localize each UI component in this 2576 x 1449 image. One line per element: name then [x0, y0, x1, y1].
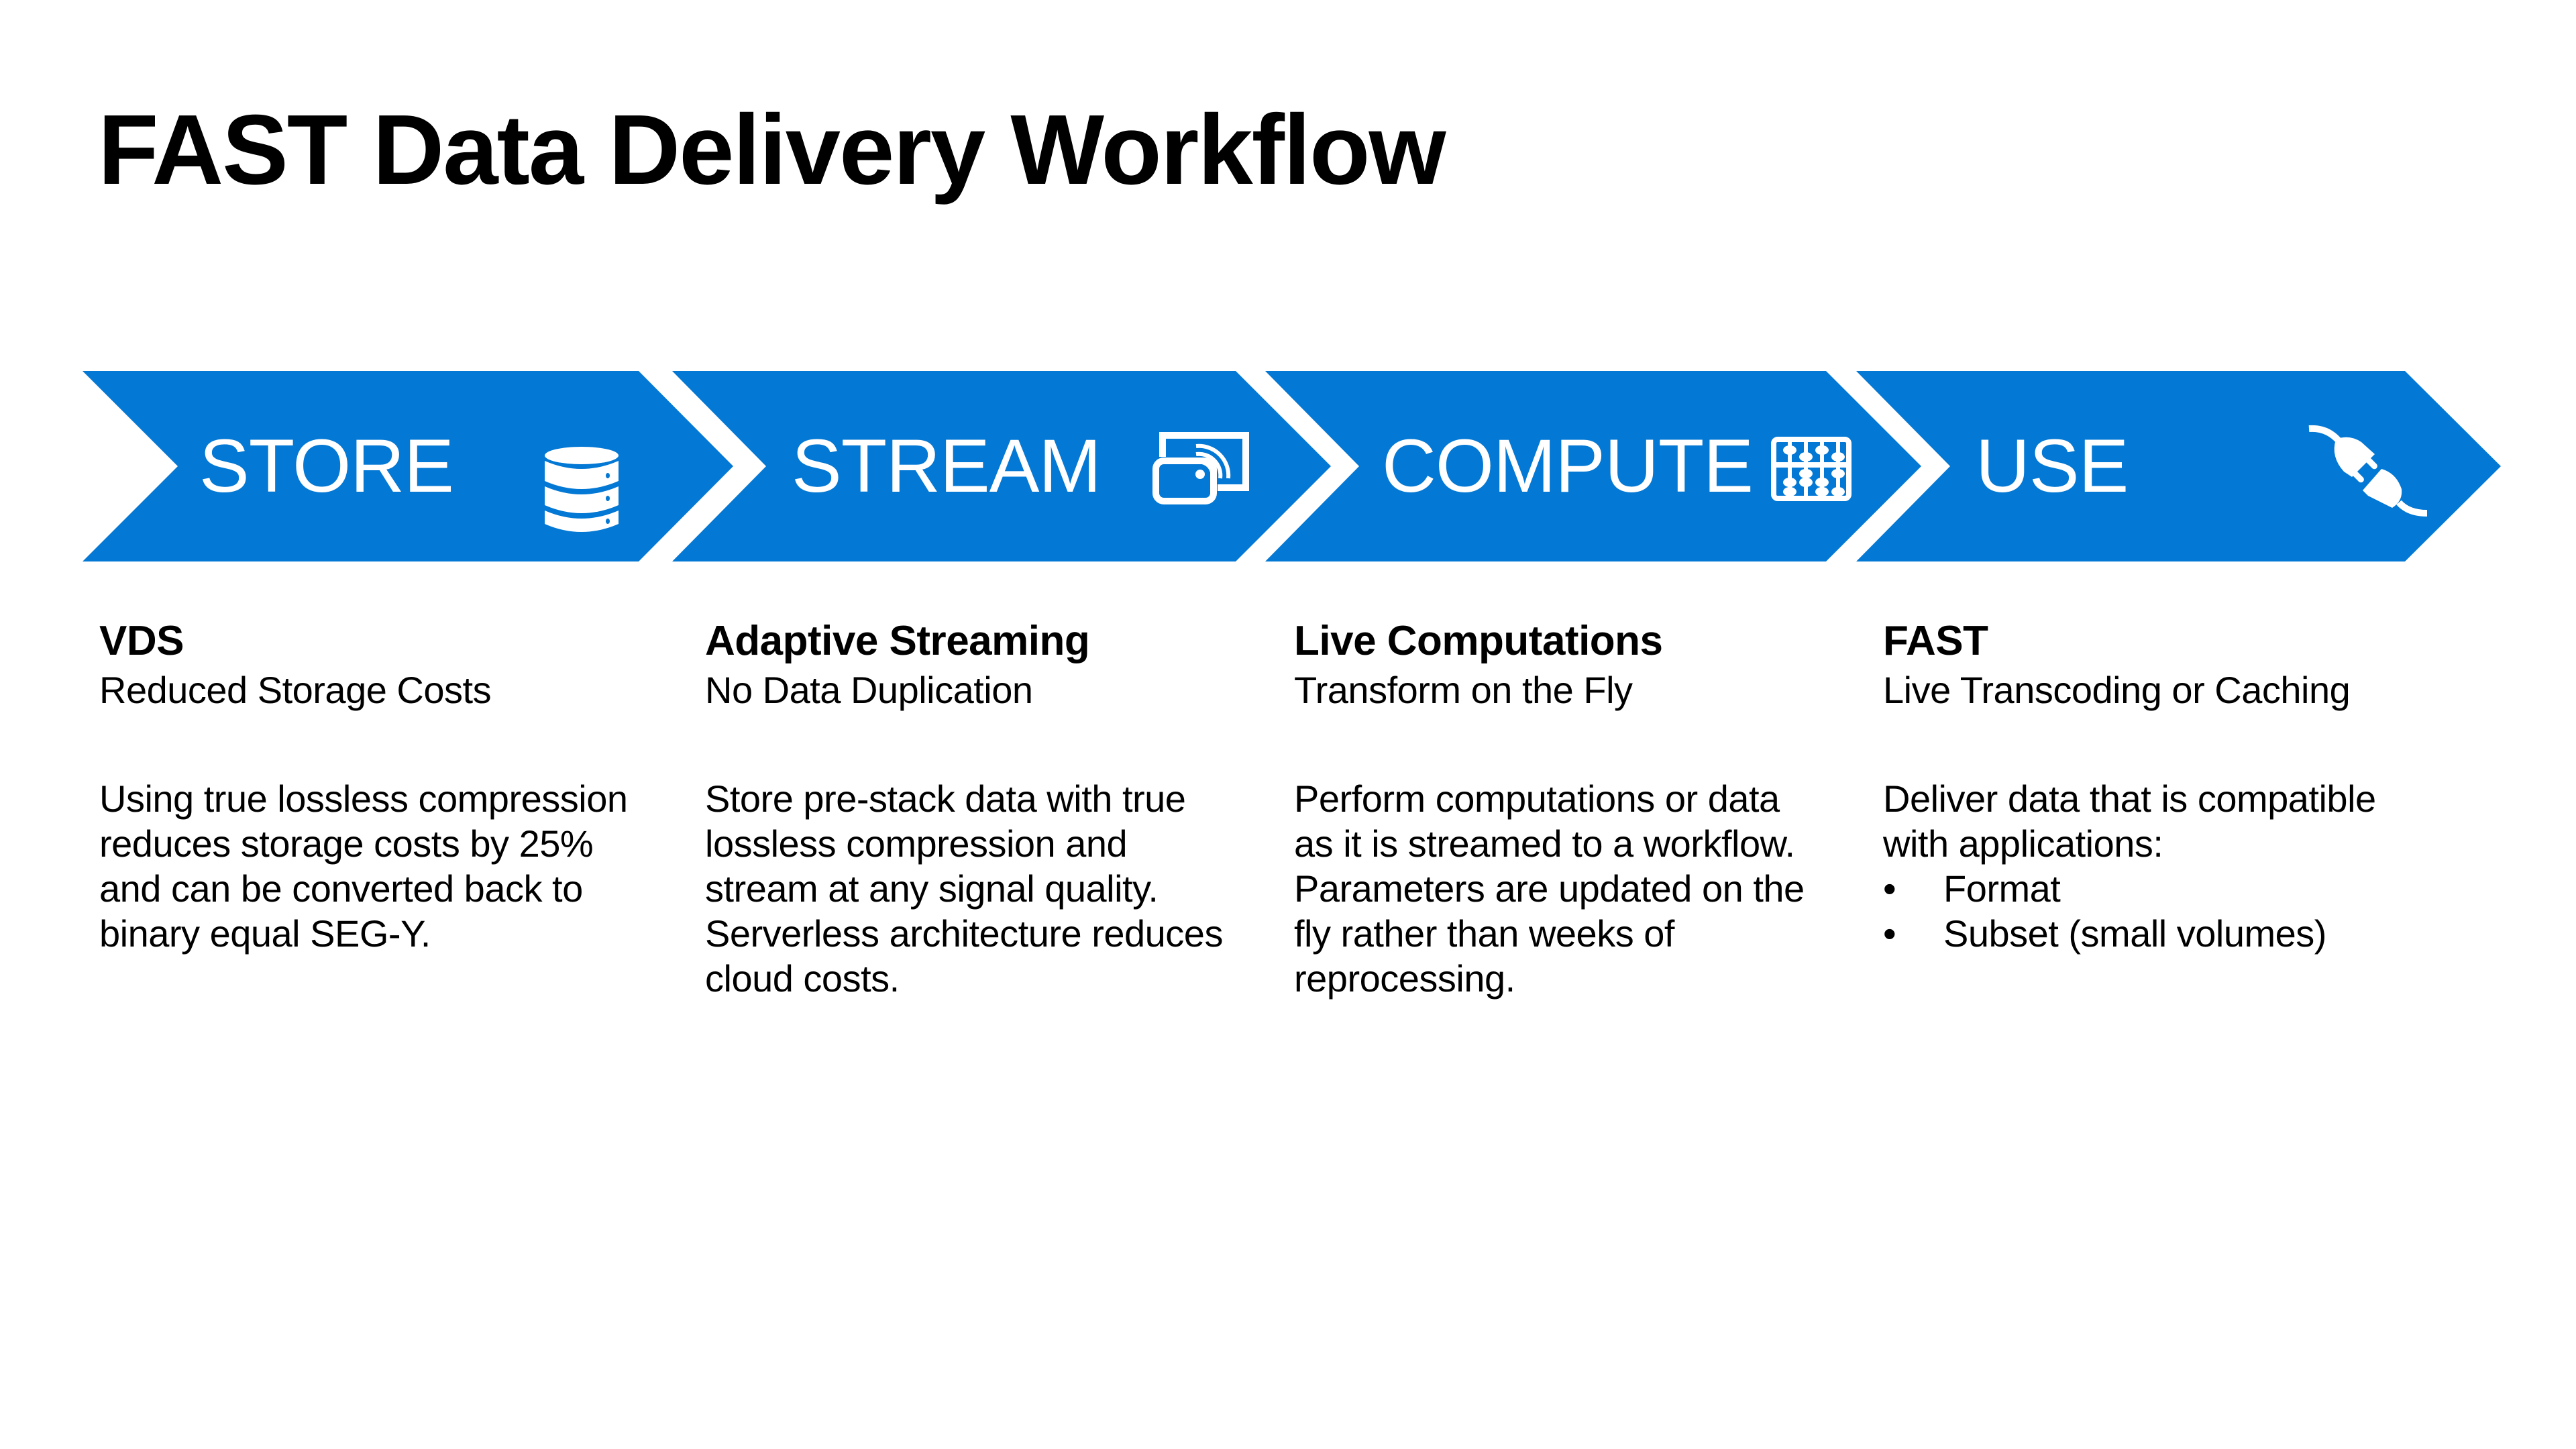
bullet-text: Format [1943, 867, 2061, 910]
step-subheading: Transform on the Fly [1294, 669, 1633, 711]
database-icon [545, 446, 619, 533]
step-detail-use: FAST Live Transcoding or Caching Deliver… [1883, 616, 2433, 956]
step-description-block: Deliver data that is compatible with app… [1883, 776, 2433, 956]
step-description: Perform computations or data as it is st… [1294, 777, 1805, 1000]
step-heading: Live Computations [1294, 618, 1663, 664]
chevron-use [1856, 371, 2501, 561]
abacus-icon [1771, 437, 1851, 501]
bullet-marker: • [1883, 867, 1896, 910]
bullet-list: • Format • Subset (small volumes) [1883, 866, 2433, 956]
bullet-marker: • [1883, 912, 1896, 955]
bullet-text: Subset (small volumes) [1943, 912, 2326, 955]
step-description: Store pre-stack data with true lossless … [705, 777, 1223, 1000]
plug-icon [2308, 419, 2432, 520]
chevron-label-stream: STREAM [792, 424, 1102, 508]
step-description: Deliver data that is compatible with app… [1883, 777, 2376, 865]
chevron-store [83, 371, 733, 561]
chevron-stream [672, 371, 1331, 561]
step-subheading: Reduced Storage Costs [99, 669, 492, 711]
slide-title: FAST Data Delivery Workflow [98, 95, 1446, 205]
step-subheading: No Data Duplication [705, 669, 1033, 711]
bullet-item: • Format [1883, 866, 2433, 911]
step-heading: FAST [1883, 618, 1988, 664]
step-heading: VDS [99, 618, 184, 664]
step-detail-store: VDS Reduced Storage Costs Using true los… [99, 616, 649, 956]
step-description: Using true lossless compression reduces … [99, 777, 628, 955]
chevron-label-store: STORE [199, 424, 454, 508]
chevron-label-use: USE [1976, 424, 2129, 508]
workflow-chevrons: STORE STREAM COMPUTE [0, 371, 2576, 561]
step-detail-compute: Live Computations Transform on the Fly P… [1294, 616, 1844, 1001]
step-heading: Adaptive Streaming [705, 618, 1090, 664]
screen-cast-icon [1152, 430, 1252, 505]
step-detail-stream: Adaptive Streaming No Data Duplication S… [705, 616, 1255, 1001]
chevron-label-compute: COMPUTE [1382, 424, 1754, 508]
bullet-item: • Subset (small volumes) [1883, 911, 2433, 956]
step-subheading: Live Transcoding or Caching [1883, 669, 2351, 711]
